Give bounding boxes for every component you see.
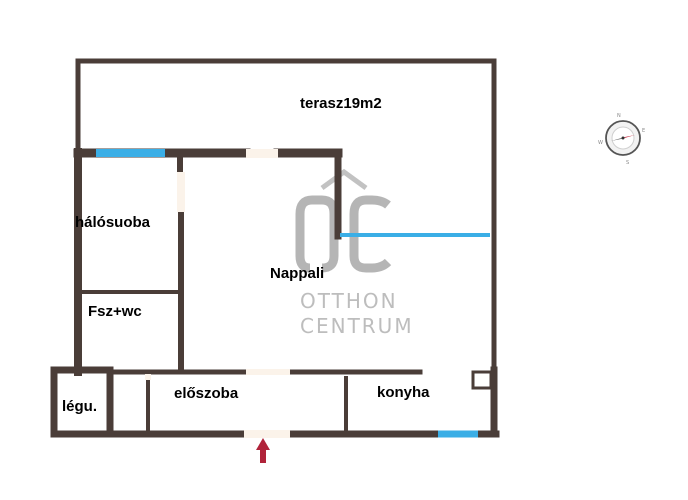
compass-center (621, 136, 625, 140)
walls (50, 58, 500, 438)
entrance-arrow-icon (256, 438, 270, 463)
door-gaps (145, 149, 290, 438)
room-labels: terasz19m2 hálósuoba Nappali Fsz+wc légu… (62, 95, 430, 415)
compass-dir-n: N (617, 113, 621, 119)
door-gap-wc (145, 374, 151, 380)
compass-icon: N E S W (598, 113, 645, 166)
watermark-line2: CENTRUM (300, 314, 414, 338)
wall-legu-box (50, 366, 114, 438)
watermark-roof (320, 168, 368, 191)
room-label-legu: légu. (62, 398, 97, 415)
terrace-outline (75, 58, 497, 436)
room-label-konyha: konyha (377, 384, 430, 401)
door-gap-bedroom (177, 172, 185, 212)
watermark-o-shape (295, 195, 339, 273)
watermark: OTTHON CENTRUM (295, 168, 414, 338)
compass-dir-e: E (642, 128, 645, 134)
door-gap-hall (246, 369, 290, 375)
door-gap-living-top (246, 149, 278, 158)
room-label-halosuoba: hálósuoba (75, 214, 151, 231)
watermark-line1: OTTHON (300, 289, 398, 313)
room-label-nappali: Nappali (270, 265, 324, 282)
entrance-arrow-shape (256, 438, 270, 463)
compass-dir-w: W (598, 140, 603, 146)
kitchen-chimney (471, 370, 493, 390)
door-gap-entrance (244, 430, 290, 438)
windows (96, 149, 490, 438)
room-label-terasz: terasz19m2 (300, 95, 382, 112)
room-label-eloszoba: előszoba (174, 385, 239, 402)
compass-dir-s: S (626, 160, 629, 166)
room-label-fsz-wc: Fsz+wc (88, 303, 142, 320)
